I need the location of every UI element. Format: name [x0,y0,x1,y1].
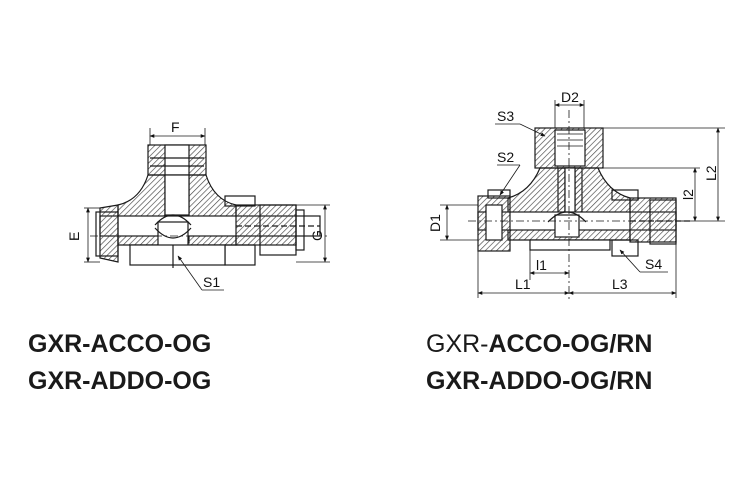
dim-label-g: G [309,230,325,241]
right-end-right [629,197,677,243]
part-code: GXR-ACCO-OG/RN [426,326,652,363]
part-codes-left: GXR-ACCO-OG GXR-ADDO-OG [28,326,211,400]
dim-label-l3: L3 [612,276,628,292]
dim-label-l2-long: L2 [703,165,719,181]
dim-label-l1-inner: l1 [536,257,547,273]
part-code-prefix: GXR- [426,367,489,395]
right-center-block [554,214,580,238]
left-end-left [99,204,119,263]
right-tee-fitting-drawing [440,100,725,300]
dim-label-l2-short: l2 [680,189,696,200]
part-code-suffix: ACCO-OG/RN [488,330,653,358]
part-code-prefix: GXR- [426,330,489,358]
part-code: GXR-ACCO-OG [28,330,212,358]
dim-label-e: E [66,232,82,241]
left-end-right [235,204,297,246]
dim-label-f: F [171,119,180,135]
dim-label-s1: S1 [203,274,220,290]
dim-label-d1: D1 [427,214,443,232]
dim-label-s3: S3 [497,108,514,124]
left-tee-fitting-drawing [84,128,330,291]
part-code-suffix: ADDO-OG/RN [488,367,653,395]
dim-label-l1: L1 [515,276,531,292]
dim-label-s4: S4 [645,256,662,272]
part-code: GXR-ADDO-OG/RN [426,363,652,400]
part-code: GXR-ADDO-OG [28,367,212,395]
dim-label-s2: S2 [497,149,514,165]
dim-label-d2: D2 [561,89,579,105]
part-codes-right: GXR-ACCO-OG/RN GXR-ADDO-OG/RN [426,326,652,400]
